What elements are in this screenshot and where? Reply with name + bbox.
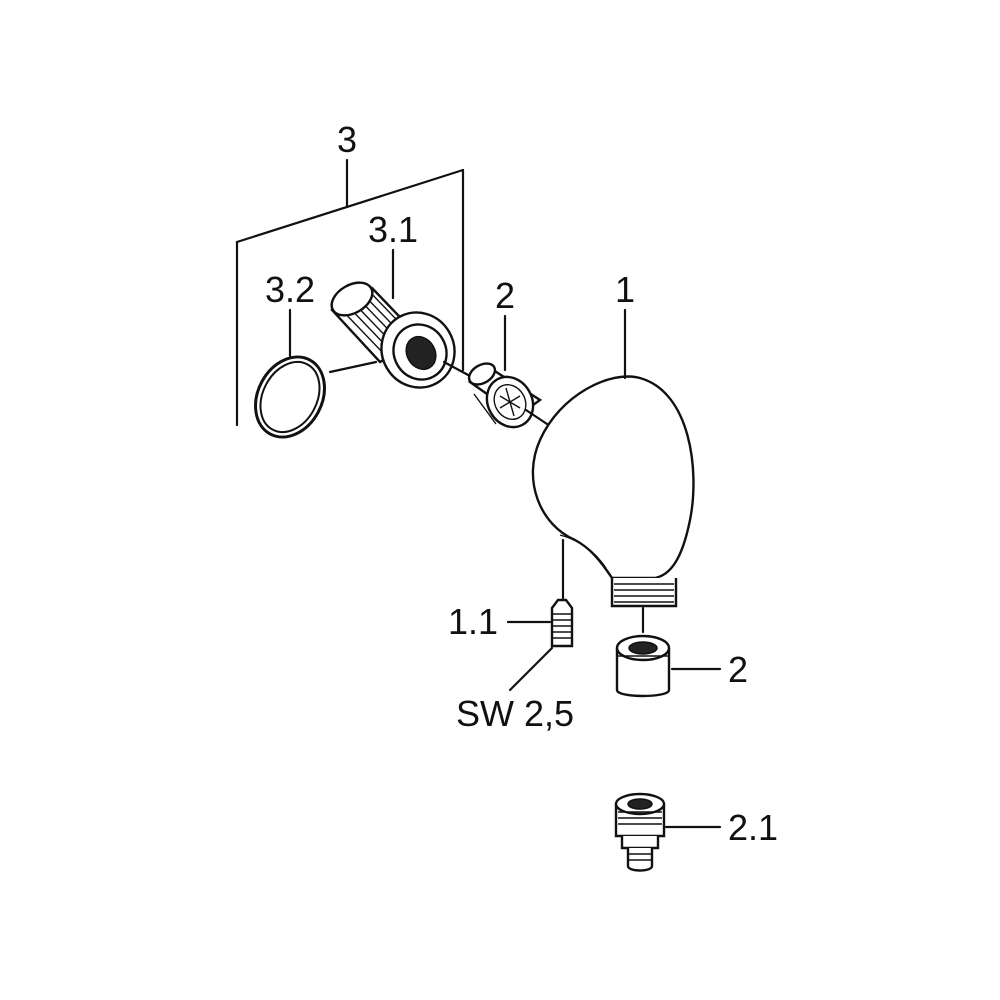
label-cartridge-bottom: 2 <box>728 649 748 690</box>
label-assembly-3: 3 <box>337 119 357 160</box>
leader-wrench-size <box>508 646 554 692</box>
assembly-3-bracket <box>235 158 465 427</box>
o-ring-part <box>254 355 326 439</box>
adapter-part <box>614 792 666 872</box>
cartridge-top-part <box>467 362 543 429</box>
axis-line-ring-sleeve <box>328 360 378 374</box>
set-screw-part <box>550 598 574 648</box>
axis-line-cartridge-housing <box>524 408 552 428</box>
cartridge-bottom-part <box>615 634 671 698</box>
label-o-ring: 3.2 <box>265 269 315 310</box>
label-threaded-sleeve: 3.1 <box>368 209 418 250</box>
label-set-screw: 1.1 <box>448 601 498 642</box>
label-cartridge-top: 2 <box>495 275 515 316</box>
threaded-sleeve-part <box>330 281 456 389</box>
axis-line-sleeve-cartridge <box>442 360 472 378</box>
label-adapter: 2.1 <box>728 807 778 848</box>
label-wrench-size: SW 2,5 <box>456 693 574 734</box>
label-housing: 1 <box>615 269 635 310</box>
housing-part <box>531 375 695 608</box>
